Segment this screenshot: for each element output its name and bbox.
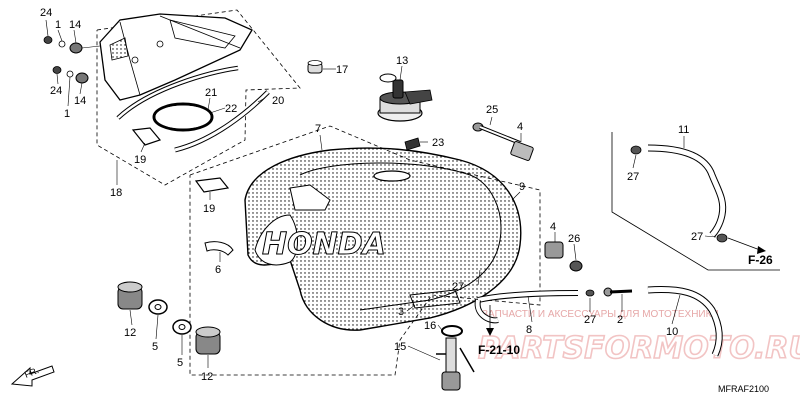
bolt-25 [472,122,521,145]
hose-group-line [611,132,780,271]
callout-24-top: 24 [40,7,52,19]
watermark-caption: ЗАПЧАСТИ И АКСЕССУАРЫ ДЛЯ МОТОТЕХНИКИ [482,309,719,320]
clip-27-lower [585,289,595,297]
callout-27-lower: 27 [584,314,596,326]
callout-27-upper: 27 [627,171,639,183]
callout-14-top: 14 [69,19,81,31]
bolt-2 [603,287,633,297]
callout-2: 2 [617,314,623,326]
collar-4-upper [510,141,534,161]
callout-1-top: 1 [55,19,61,31]
callout-6: 6 [215,264,221,276]
ref-arrow-f2110 [486,328,494,336]
callout-14-mid: 14 [74,95,86,107]
washer-5-right [172,319,192,335]
leader-lines [45,19,717,368]
callout-21: 21 [205,87,217,99]
callout-13: 13 [396,55,408,67]
callout-27-right: 27 [691,231,703,243]
callout-16: 16 [424,320,436,332]
callout-19-lower: 19 [203,203,215,215]
callout-5-right: 5 [177,357,183,369]
fuel-pump-15 [436,337,475,391]
clip-27-upper [630,145,642,155]
callout-11: 11 [678,124,689,136]
callout-1-mid: 1 [64,108,70,120]
screw-grommet-lower [52,66,89,84]
watermark-site: PARTSFORMOTO.RU [478,331,800,366]
grommet-12-right [195,326,221,355]
callout-18: 18 [110,187,122,199]
mat-3 [409,289,461,309]
callout-4-lower: 4 [550,221,556,233]
diagram-code: MFRAF2100 [718,384,769,394]
tank-cover-part [99,13,253,101]
collar-4-lower [544,241,564,259]
callout-7: 7 [315,123,321,135]
fuel-cap-13 [377,73,433,122]
callout-25: 25 [486,104,498,116]
hose-11 [647,144,727,238]
trim-strip-20 [174,90,270,153]
callout-12-right: 12 [201,371,213,383]
reference-f26: F-26 [748,253,773,267]
callout-3: 3 [398,306,404,318]
nut-26 [569,260,583,272]
callout-4-upper: 4 [517,121,523,133]
grommet-12-left [117,281,143,310]
tank-group-box [189,125,541,376]
callout-9: 9 [519,181,525,193]
packing-16 [441,325,463,337]
tank-brand-mark: HONDA [262,227,386,262]
callout-15: 15 [394,341,406,353]
washer-5-left [148,299,168,315]
pad-19-upper [131,127,162,146]
callout-26: 26 [568,233,580,245]
seal-ring-22 [152,102,214,132]
callout-12-left: 12 [124,327,136,339]
front-arrow [10,365,55,387]
callout-23: 23 [432,137,444,149]
callout-5-left: 5 [152,341,158,353]
reference-f2110: F-21-10 [478,343,520,357]
screw-grommet-upper [43,36,101,54]
callout-24-mid: 24 [50,85,62,97]
rubber-6 [204,241,234,256]
ref-arrow-f26 [757,246,766,254]
fuel-tank-part: HONDA [244,147,522,331]
callout-27-mid: 27 [452,281,464,293]
callout-8: 8 [526,324,532,336]
callout-17: 17 [336,64,348,76]
pad-19-lower [194,177,230,193]
callout-19-upper: 19 [134,154,146,166]
rubber-cap-17 [307,60,323,74]
callout-10: 10 [666,326,678,338]
callout-20: 20 [272,95,284,107]
clip-23 [404,137,421,151]
callout-22: 22 [225,103,237,115]
clip-27-right [716,233,728,243]
